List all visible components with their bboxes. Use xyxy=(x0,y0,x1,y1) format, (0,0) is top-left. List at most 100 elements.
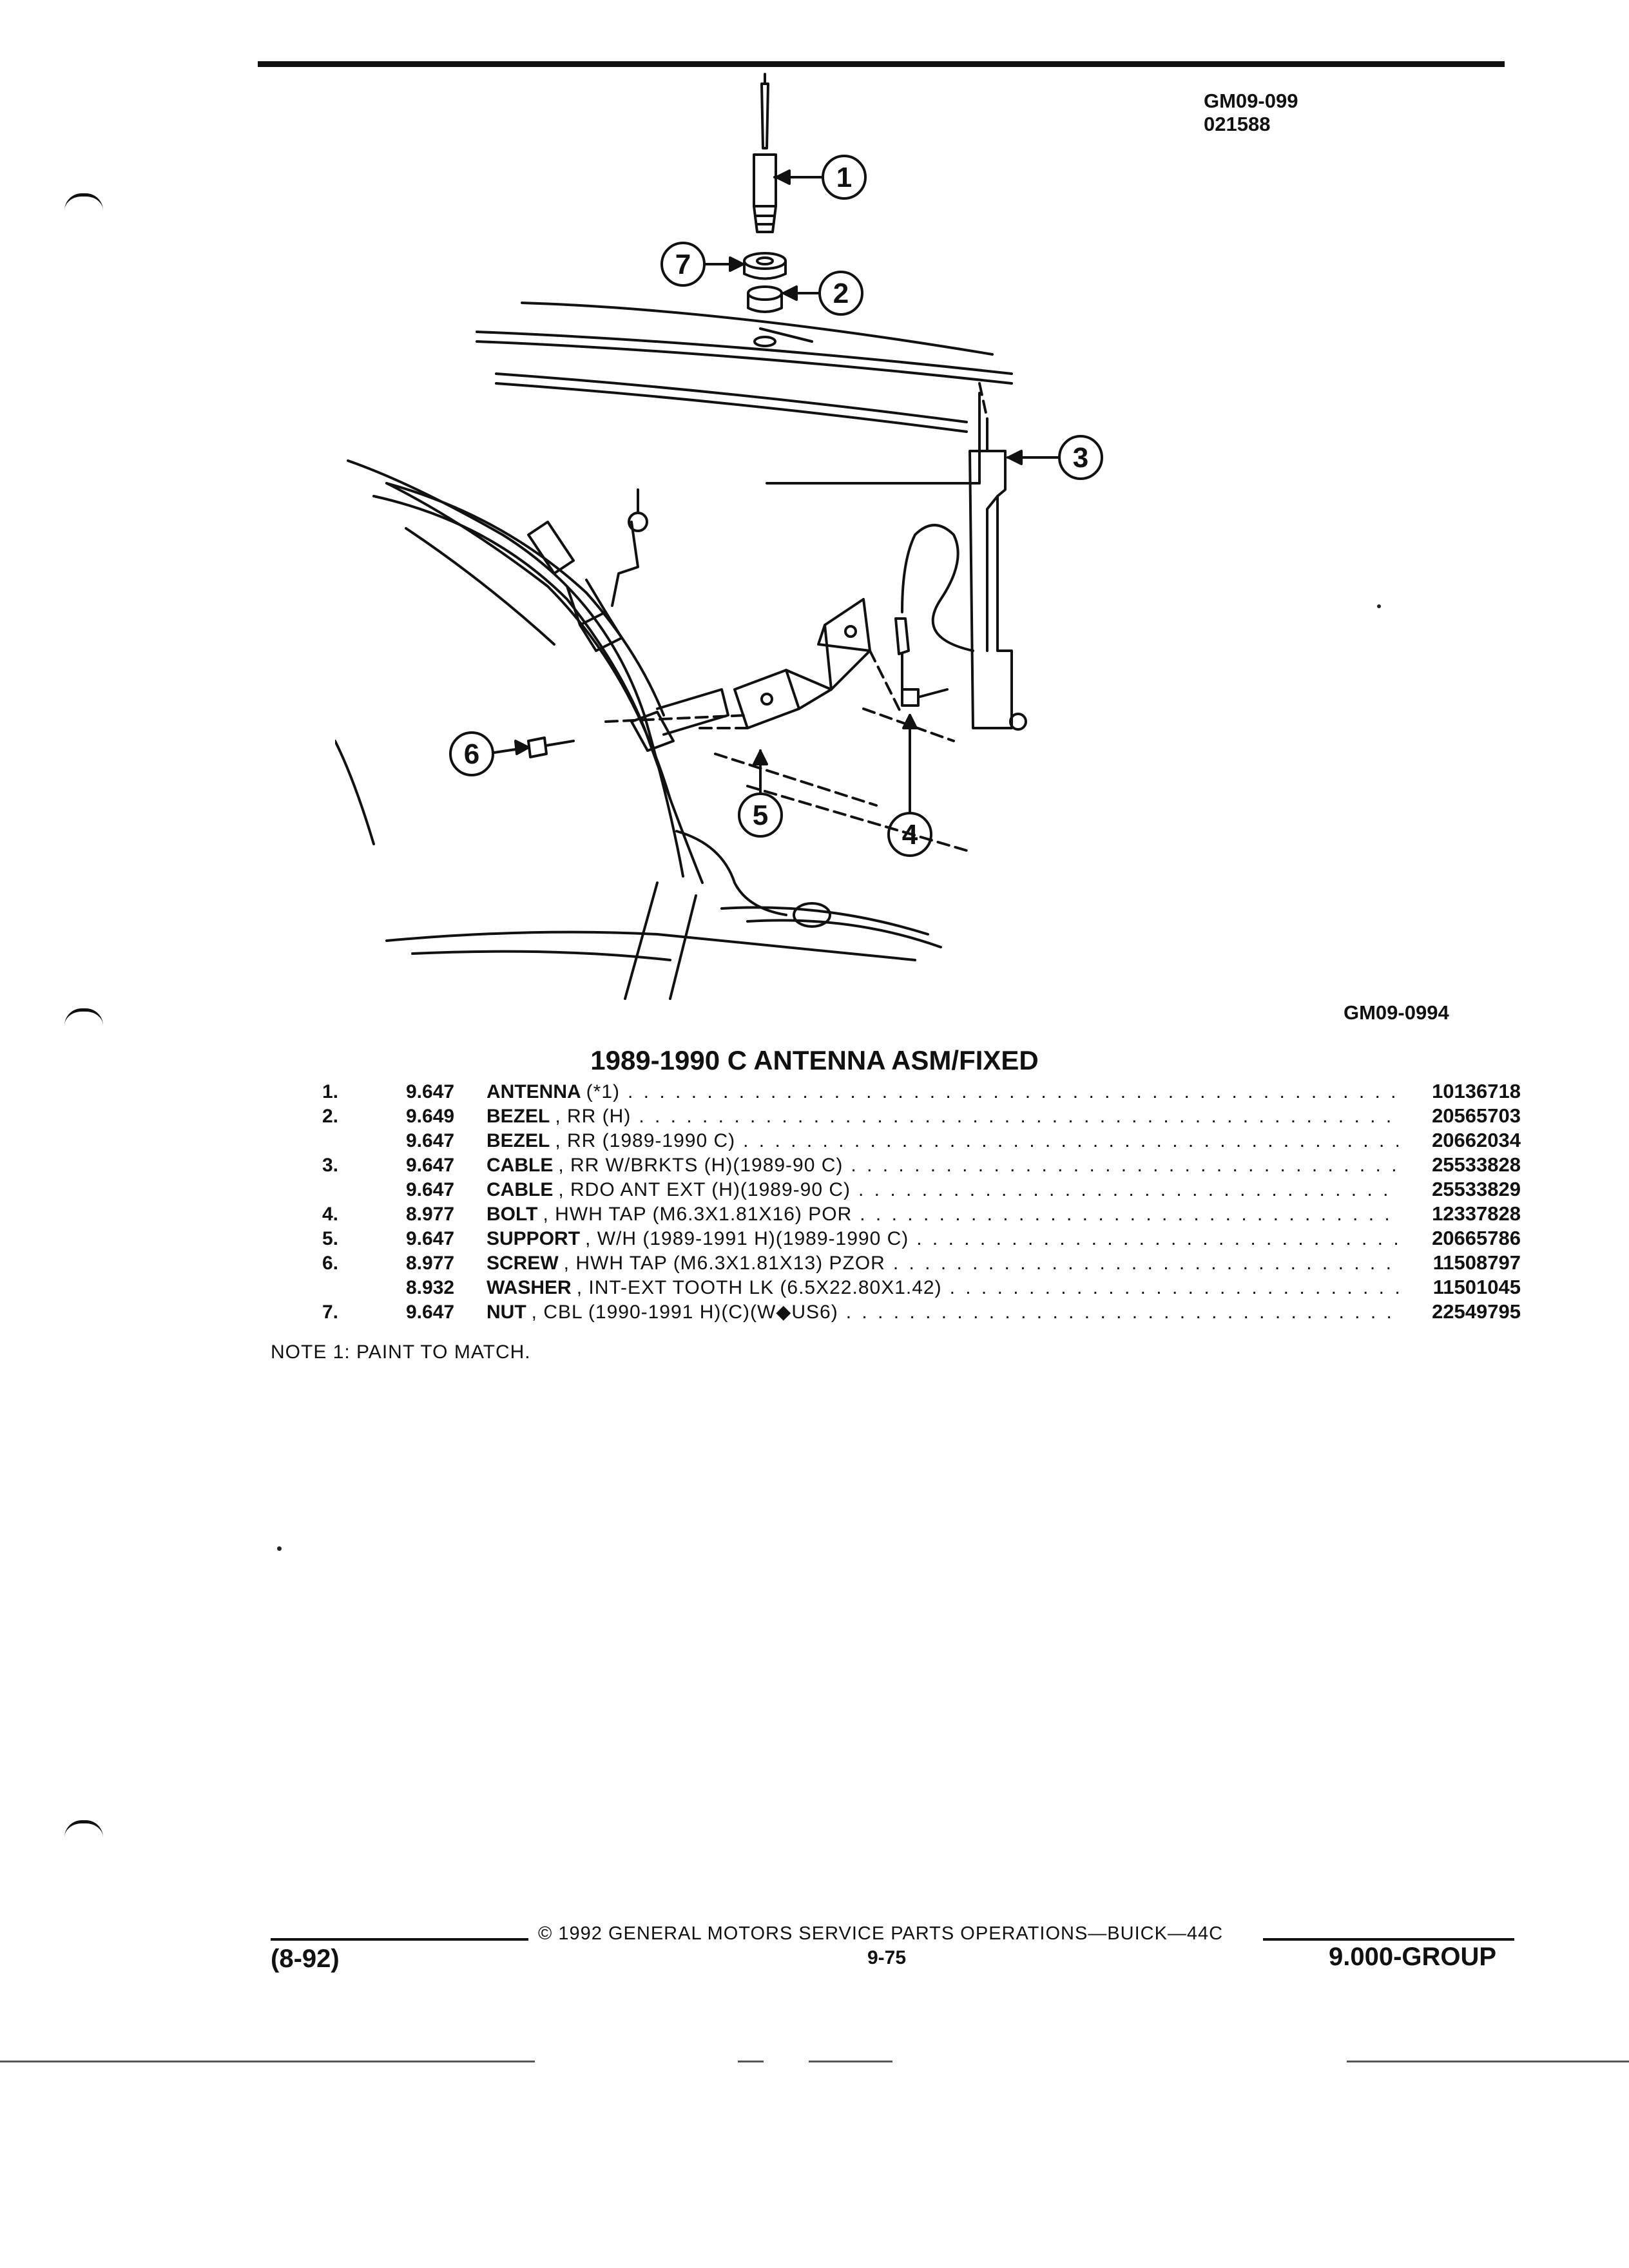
top-rule xyxy=(258,61,1505,67)
leader-dots xyxy=(631,1104,1398,1129)
part-name: CABLE xyxy=(487,1155,554,1176)
part-number: 12337828 xyxy=(1432,1202,1521,1225)
parts-row: 5. 9.647 SUPPORT, W/H (1989-1991 H)(1989-1… xyxy=(322,1226,1521,1251)
support-bracket-part xyxy=(733,598,871,729)
part-number: 10136718 xyxy=(1432,1080,1521,1102)
footer-copyright: © 1992 GENERAL MOTORS SERVICE PARTS OPER… xyxy=(538,1923,1224,1944)
part-spec: , CBL (1990-1991 H)(C)(W◆US6) xyxy=(531,1302,838,1323)
part-spec: , HWH TAP (M6.3X1.81X13) PZOR xyxy=(563,1253,885,1274)
group-number: 9.647 xyxy=(406,1130,455,1151)
leader-dots xyxy=(909,1227,1398,1251)
leader-dots xyxy=(851,1178,1398,1202)
parts-row: 4. 8.977 BOLT, HWH TAP (M6.3X1.81X16) POR 1… xyxy=(322,1202,1521,1226)
part-spec: , RDO ANT EXT (H)(1989-90 C) xyxy=(558,1179,851,1200)
callout-6: 6 xyxy=(464,738,479,770)
callout-7: 7 xyxy=(675,249,691,280)
page-title: 1989-1990 C ANTENNA ASM/FIXED xyxy=(590,1045,1039,1075)
item-number: 5. xyxy=(322,1228,339,1249)
antenna-cable-part xyxy=(894,418,1027,731)
part-number: 11501045 xyxy=(1432,1276,1521,1298)
part-description: BOLT, HWH TAP (M6.3X1.81X16) POR xyxy=(487,1202,1398,1227)
leader-dots xyxy=(942,1276,1398,1300)
leader-dots xyxy=(843,1153,1398,1178)
scan-dot xyxy=(1377,604,1381,608)
exploded-parts-diagram: 1 2 3 4 5 6 7 xyxy=(335,73,1103,1000)
part-number: 20665786 xyxy=(1432,1227,1521,1249)
part-name: NUT xyxy=(487,1302,526,1323)
part-description: BEZEL, RR (1989-1990 C) xyxy=(487,1129,1398,1153)
part-name: BOLT xyxy=(487,1204,538,1225)
part-name: BEZEL xyxy=(487,1130,550,1151)
part-description: ANTENNA(*1) xyxy=(487,1080,1398,1104)
part-number: 25533829 xyxy=(1432,1178,1521,1200)
leader-dots xyxy=(735,1129,1398,1153)
part-spec: , INT-EXT TOOTH LK (6.5X22.80X1.42) xyxy=(576,1277,942,1298)
part-number: 11508797 xyxy=(1432,1251,1521,1274)
bottom-scan-line xyxy=(0,2061,535,2062)
group-number: 9.649 xyxy=(406,1106,455,1127)
part-spec: (*1) xyxy=(586,1081,621,1102)
bottom-scan-line xyxy=(1347,2061,1629,2062)
scan-mark xyxy=(64,193,103,211)
illustration-date: 021588 xyxy=(1204,113,1271,135)
parts-row: 1. 9.647 ANTENNA(*1) 10136718 xyxy=(322,1079,1521,1104)
part-description: SUPPORT, W/H (1989-1991 H)(1989-1990 C) xyxy=(487,1227,1398,1251)
leader-dots xyxy=(620,1080,1398,1104)
parts-row: 8.932 WASHER, INT-EXT TOOTH LK (6.5X22.80… xyxy=(322,1275,1521,1300)
bolt-part xyxy=(901,688,949,707)
bottom-scan-line xyxy=(738,2061,764,2062)
item-number: 1. xyxy=(322,1081,339,1102)
parts-row: 9.647 CABLE, RDO ANT EXT (H)(1989-90 C) 25… xyxy=(322,1177,1521,1202)
callout-4: 4 xyxy=(902,819,918,850)
footer-rule-right xyxy=(1263,1938,1514,1941)
group-number: 8.977 xyxy=(406,1253,455,1274)
illustration-code: GM09-099 xyxy=(1204,90,1298,112)
screw-part xyxy=(527,736,575,758)
group-number: 9.647 xyxy=(406,1179,455,1200)
item-number: 7. xyxy=(322,1302,339,1323)
item-number: 4. xyxy=(322,1204,339,1225)
footer-date-code: (8-92) xyxy=(271,1945,340,1973)
nut-part xyxy=(743,252,787,280)
part-description: CABLE, RDO ANT EXT (H)(1989-90 C) xyxy=(487,1178,1398,1202)
antenna-mast xyxy=(753,73,777,233)
note-text: NOTE 1: PAINT TO MATCH. xyxy=(271,1341,531,1363)
callout-2: 2 xyxy=(833,278,849,309)
part-description: WASHER, INT-EXT TOOTH LK (6.5X22.80X1.42… xyxy=(487,1276,1398,1300)
figure-code: GM09-0994 xyxy=(1344,1001,1449,1024)
group-number: 9.647 xyxy=(406,1302,455,1323)
parts-row: 6. 8.977 SCREW, HWH TAP (M6.3X1.81X13) PZO… xyxy=(322,1251,1521,1275)
item-number: 6. xyxy=(322,1253,339,1274)
leader-dots xyxy=(838,1300,1398,1325)
group-number: 9.647 xyxy=(406,1228,455,1249)
part-spec: , RR (1989-1990 C) xyxy=(555,1130,736,1151)
scan-mark xyxy=(64,1008,103,1026)
parts-row: 7. 9.647 NUT, CBL (1990-1991 H)(C)(W◆US6) 2… xyxy=(322,1300,1521,1324)
group-number: 8.977 xyxy=(406,1204,455,1225)
group-number: 9.647 xyxy=(406,1155,455,1176)
part-spec: , RR (H) xyxy=(555,1106,631,1127)
item-number: 3. xyxy=(322,1155,339,1176)
callout-arrows xyxy=(449,155,1103,857)
item-number: 2. xyxy=(322,1106,339,1127)
part-spec: , W/H (1989-1991 H)(1989-1990 C) xyxy=(585,1228,909,1249)
part-description: SCREW, HWH TAP (M6.3X1.81X13) PZOR xyxy=(487,1251,1398,1276)
group-number: 8.932 xyxy=(406,1277,455,1298)
wiring-harness xyxy=(372,482,831,928)
part-spec: , HWH TAP (M6.3X1.81X16) POR xyxy=(543,1204,853,1225)
group-number: 9.647 xyxy=(406,1081,455,1102)
part-name: WASHER xyxy=(487,1277,572,1298)
part-name: ANTENNA xyxy=(487,1081,581,1102)
part-number: 25533828 xyxy=(1432,1153,1521,1176)
part-number: 22549795 xyxy=(1432,1300,1521,1323)
footer-page-number: 9-75 xyxy=(867,1947,907,1968)
callout-3: 3 xyxy=(1073,442,1088,474)
part-description: BEZEL, RR (H) xyxy=(487,1104,1398,1129)
footer-rule-left xyxy=(271,1938,528,1941)
parts-list: 1.9.647ANTENNA(*1)101367182.9.649BEZEL, … xyxy=(322,1079,1521,1324)
part-description: NUT, CBL (1990-1991 H)(C)(W◆US6) xyxy=(487,1300,1398,1325)
part-name: SCREW xyxy=(487,1253,559,1274)
callout-5: 5 xyxy=(753,800,768,831)
